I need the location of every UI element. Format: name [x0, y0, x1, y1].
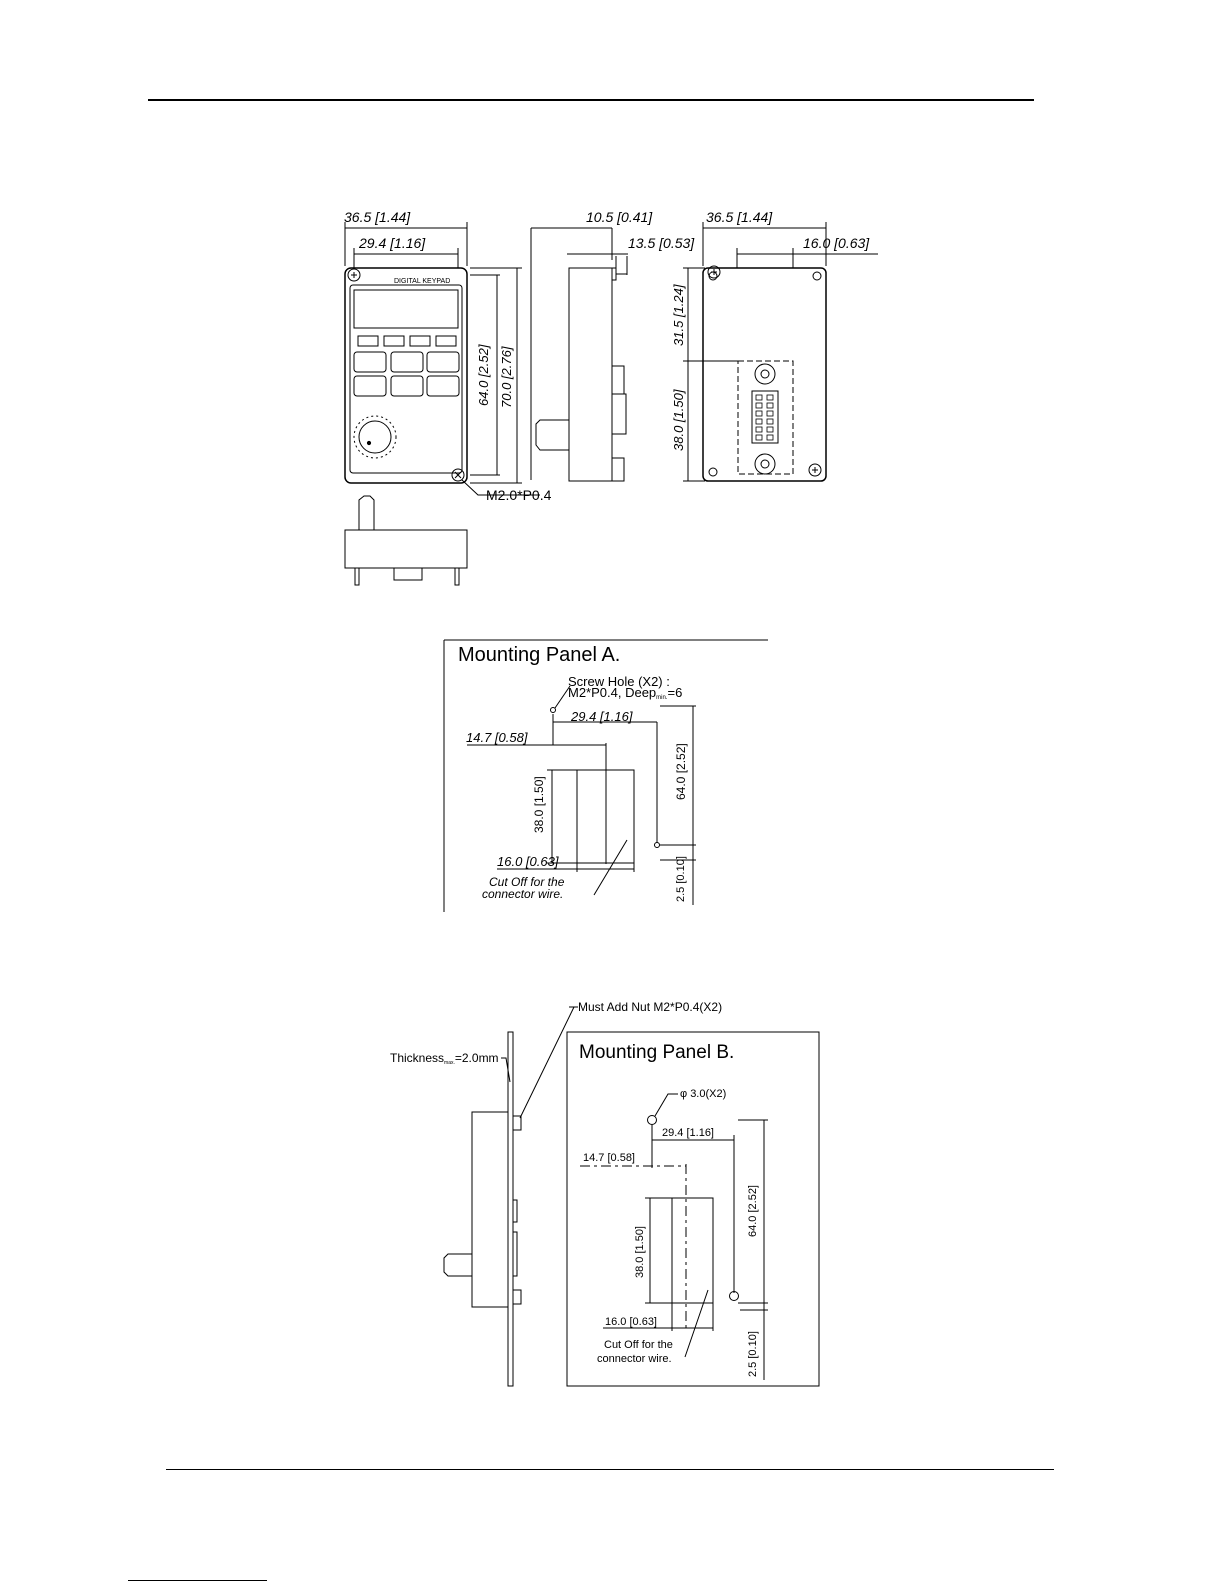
dim-height-holes: 64.0 [2.52]: [476, 344, 491, 406]
knob-icon: [358, 420, 392, 454]
footer-rule: [166, 1469, 1054, 1470]
dim-rear-connector-height: 38.0 [1.50]: [671, 389, 686, 451]
panel-b-dim-cut-height: 38.0 [1.50]: [634, 1226, 646, 1278]
screw-icon: [808, 463, 822, 477]
dim-width-outer: 36.5 [1.44]: [344, 209, 411, 225]
dim-rear-top: 31.5 [1.24]: [671, 284, 686, 346]
dim-rear-width: 36.5 [1.44]: [706, 209, 773, 225]
keypad-side-view: [530, 227, 628, 482]
dim-rear-connector: 16.0 [0.63]: [803, 235, 870, 251]
panel-b-thickness-note: Thicknessmax.=2.0mm: [390, 1051, 499, 1066]
panel-a-cut-note-2: connector wire.: [482, 887, 563, 901]
panel-a-dim-spacing: 29.4 [1.16]: [570, 709, 633, 724]
panel-b-cut-note-2: connector wire.: [597, 1353, 672, 1365]
panel-a-dim-cut-width: 16.0 [0.63]: [497, 854, 559, 869]
keypad-bottom-view: [344, 495, 468, 586]
panel-b-dim-cut-width: 16.0 [0.63]: [605, 1316, 657, 1328]
dim-side-depth: 10.5 [0.41]: [586, 209, 653, 225]
keypad-front-view: DIGITAL KEYPAD: [344, 222, 540, 496]
panel-b-title: Mounting Panel B.: [579, 1042, 734, 1063]
panel-b-hole-note: φ 3.0(X2): [680, 1088, 726, 1100]
dim-height-outer: 70.0 [2.76]: [499, 346, 514, 408]
mounting-panel-b: [566, 1031, 820, 1387]
panel-b-dim-offset: 14.7 [0.58]: [583, 1152, 635, 1164]
screw-icon: [347, 268, 361, 282]
panel-b-cut-note-1: Cut Off for the: [604, 1339, 673, 1351]
panel-a-dim-bottom: 2.5 [0.10]: [675, 856, 687, 902]
keypad-display: [353, 289, 459, 329]
screw-icon: [451, 468, 465, 482]
panel-a-dim-offset: 14.7 [0.58]: [466, 730, 528, 745]
footer-link-underline: [128, 1580, 267, 1581]
mounting-panel-a: [443, 639, 768, 912]
panel-b-dim-spacing: 29.4 [1.16]: [662, 1127, 714, 1139]
keypad-rear-view: [683, 222, 878, 482]
panel-b-dim-bottom: 2.5 [0.10]: [747, 1331, 759, 1377]
panel-b-side-view: [443, 1006, 578, 1387]
header-rule: [148, 99, 1034, 101]
connector-icon: [751, 390, 779, 444]
panel-b-dim-height: 64.0 [2.52]: [747, 1185, 759, 1237]
panel-a-dim-cut-height: 38.0 [1.50]: [532, 776, 546, 833]
panel-a-dim-height: 64.0 [2.52]: [674, 743, 688, 800]
panel-a-cut-note-1: Cut Off for the: [489, 875, 565, 889]
panel-a-screw-note-1: Screw Hole (X2) :: [568, 674, 670, 689]
screw-icon: [707, 265, 721, 279]
dim-side-depth-2: 13.5 [0.53]: [628, 235, 695, 251]
keypad-brand-label: DIGITAL KEYPAD: [394, 278, 450, 285]
panel-b-nut-note: Must Add Nut M2*P0.4(X2): [578, 1000, 722, 1014]
dim-screw: M2.0*P0.4: [486, 487, 552, 503]
dim-width-holes: 29.4 [1.16]: [358, 235, 426, 251]
panel-a-title: Mounting Panel A.: [458, 644, 620, 666]
panel-a-screw-note-2: M2*P0.4, Deepmin.=6: [568, 685, 682, 701]
